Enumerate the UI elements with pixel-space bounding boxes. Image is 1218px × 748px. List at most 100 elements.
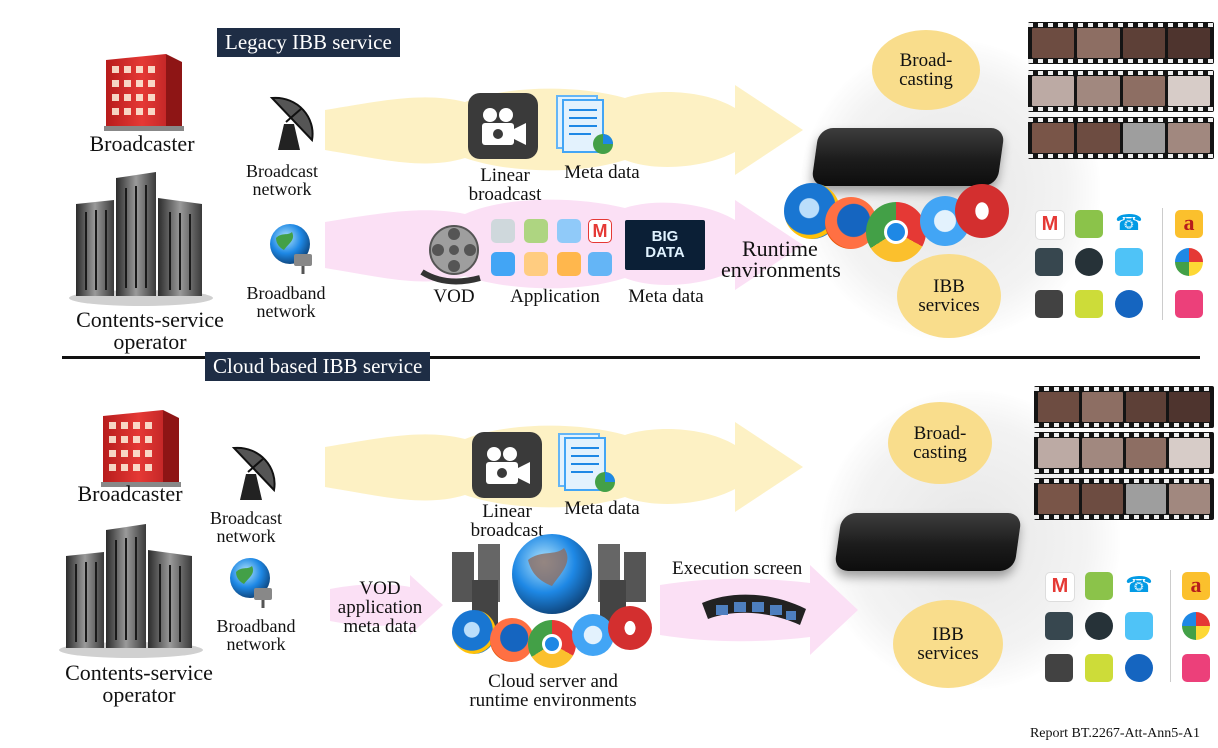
phone-app-icon: ☎ bbox=[1125, 573, 1153, 598]
metadata-document-icon bbox=[558, 433, 615, 492]
amazon-app-icon: a bbox=[1182, 572, 1210, 600]
cloud-broadcast-network-label-2: network bbox=[216, 526, 276, 546]
broadcaster-building-icon bbox=[104, 54, 184, 131]
calendar-app-icon bbox=[1175, 290, 1203, 318]
big-data-text-1: BIG bbox=[651, 228, 679, 245]
camera-app-icon bbox=[1045, 654, 1073, 682]
cloud-vod-arrow bbox=[330, 575, 443, 635]
tasks-app-icon bbox=[557, 219, 581, 243]
cloud-broadcasting-blob: Broad- casting bbox=[888, 402, 992, 484]
chrome-browser-icon bbox=[866, 202, 926, 262]
satellite-dish-icon bbox=[231, 446, 276, 500]
legacy-ibb-label-2: services bbox=[918, 295, 980, 316]
legacy-application-label: Application bbox=[510, 286, 600, 307]
legacy-broadband-network-label-1: Broadband bbox=[246, 283, 326, 303]
legacy-operator-label-2: operator bbox=[113, 329, 187, 354]
opera-browser-icon bbox=[608, 606, 652, 650]
legacy-broadband-network-label-2: network bbox=[256, 301, 316, 321]
legacy-broadcast-network-label-2: network bbox=[252, 179, 312, 199]
cloud-operator-label-2: operator bbox=[102, 682, 176, 707]
legacy-operator-label-1: Contents-service bbox=[76, 307, 224, 332]
film-strip bbox=[1034, 478, 1214, 520]
report-caption: Report BT.2267-Att-Ann5-A1 bbox=[1029, 726, 1200, 741]
settings-app-icon bbox=[1035, 248, 1063, 276]
legacy-broadcasting-label-1: Broad- bbox=[899, 50, 953, 71]
cloud-broadband-network-label-2: network bbox=[226, 634, 286, 654]
legacy-broadcasting-label-2: casting bbox=[899, 69, 953, 90]
legacy-broadcaster-label: Broadcaster bbox=[89, 131, 195, 156]
calendar-app-icon bbox=[1182, 654, 1210, 682]
film-strip bbox=[1034, 386, 1214, 428]
legacy-broadcast-network-label-1: Broadcast bbox=[246, 161, 318, 181]
calendar-app-icon bbox=[524, 219, 548, 243]
linear-broadcast-camera-icon bbox=[472, 432, 542, 498]
legacy-runtime-label-1: Runtime bbox=[742, 236, 818, 261]
cloud-vod-label-1: VOD bbox=[359, 578, 401, 599]
map-app-icon bbox=[1075, 290, 1103, 318]
messaging-app-icon bbox=[1075, 210, 1103, 238]
contacts-app-icon bbox=[1115, 248, 1143, 276]
globe-app-icon bbox=[1125, 654, 1153, 682]
photo-app-icon bbox=[588, 252, 612, 276]
cloud-broadcasting-label-2: casting bbox=[913, 442, 967, 463]
broadband-globe-icon bbox=[270, 224, 312, 274]
film-strip bbox=[1028, 117, 1214, 159]
legacy-metadata-top-label: Meta data bbox=[564, 162, 640, 183]
cloud-metadata-label: Meta data bbox=[564, 498, 640, 519]
gmail-app-icon: M bbox=[1045, 572, 1075, 602]
ibb-app-tiles: M ☎ a bbox=[1030, 208, 1218, 320]
application-icons-grid: M bbox=[491, 219, 617, 279]
clock-app-icon bbox=[1075, 248, 1103, 276]
cloud-ibb-label-1: IBB bbox=[932, 624, 964, 645]
maps-app-icon bbox=[491, 219, 515, 243]
camera-app-icon bbox=[1035, 290, 1063, 318]
notes-app-icon bbox=[557, 252, 581, 276]
color-app-icon bbox=[1182, 612, 1210, 640]
linear-broadcast-camera-icon bbox=[468, 93, 538, 159]
big-data-icon: BIG DATA bbox=[625, 220, 705, 270]
color-app-icon bbox=[1175, 248, 1203, 276]
legacy-runtime-label-2: environments bbox=[721, 257, 841, 282]
cloud-vod-label-2: application bbox=[337, 597, 423, 618]
cloud-broadband-network-label-1: Broadband bbox=[216, 616, 296, 636]
cloud-server-label-1: Cloud server and bbox=[488, 671, 618, 692]
globe-app-icon bbox=[1115, 290, 1143, 318]
legacy-set-top-box bbox=[810, 128, 1006, 186]
cloud-ibb-blob: IBB services bbox=[893, 600, 1003, 688]
cloud-linear-label-2: broadcast bbox=[470, 520, 544, 541]
map-app-icon bbox=[1085, 654, 1113, 682]
contacts-app-icon bbox=[1125, 612, 1153, 640]
clock-app-icon bbox=[1085, 612, 1113, 640]
operator-servers-icon bbox=[69, 172, 213, 306]
date-app-icon bbox=[524, 252, 548, 276]
tiles-divider bbox=[1170, 570, 1171, 682]
cloud-linear-label-1: Linear bbox=[482, 501, 532, 522]
legacy-ibb-blob: IBB services bbox=[897, 254, 1001, 338]
cloud-vod-label-3: meta data bbox=[343, 616, 417, 637]
execution-screen-film-icon bbox=[702, 594, 806, 625]
legacy-linear-label-2: broadcast bbox=[468, 184, 542, 205]
ibb-app-tiles: M ☎ a bbox=[1040, 570, 1218, 682]
film-strip bbox=[1028, 70, 1214, 112]
settings-app-icon bbox=[1045, 612, 1073, 640]
broadband-globe-icon bbox=[230, 558, 272, 608]
cloud-server-label-2: runtime environments bbox=[469, 690, 637, 711]
safari-browser-icon bbox=[572, 614, 614, 656]
chrome-browser-icon bbox=[528, 620, 576, 668]
cloud-ibb-label-2: services bbox=[917, 643, 979, 664]
film-strip bbox=[1034, 432, 1214, 474]
cloud-broadcast-network-label-1: Broadcast bbox=[210, 508, 282, 528]
vod-film-reel-icon bbox=[420, 225, 481, 285]
tiles-divider bbox=[1162, 208, 1163, 320]
satellite-dish-icon bbox=[269, 96, 314, 150]
firefox-browser-icon bbox=[490, 618, 534, 662]
execution-screen-label: Execution screen bbox=[672, 558, 803, 579]
legacy-metadata-bottom-label: Meta data bbox=[628, 286, 704, 307]
cloud-broadcasting-label-1: Broad- bbox=[913, 423, 967, 444]
legacy-ibb-label-1: IBB bbox=[933, 276, 965, 297]
cloud-operator-label-1: Contents-service bbox=[65, 660, 213, 685]
messaging-app-icon bbox=[1085, 572, 1113, 600]
cloud-set-top-box bbox=[833, 513, 1023, 571]
cloud-section-title: Cloud based IBB service bbox=[205, 352, 431, 381]
film-strip bbox=[1028, 22, 1214, 64]
